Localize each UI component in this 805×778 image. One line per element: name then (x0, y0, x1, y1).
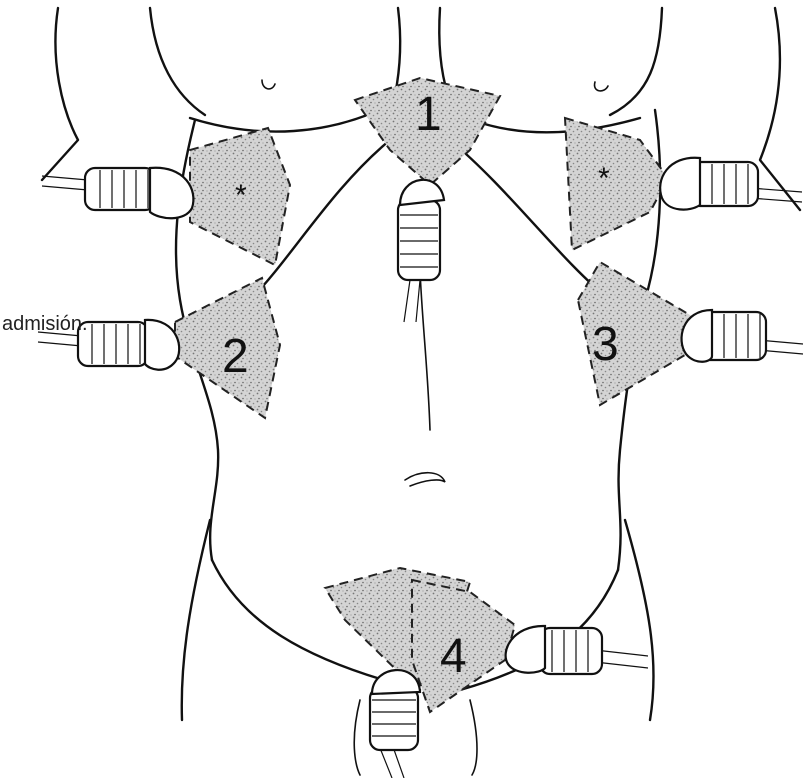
window-label-2: 2 (222, 330, 249, 383)
window-label-star-left: * (235, 179, 247, 212)
window-label-4: 4 (440, 630, 467, 683)
probe-3-luq (682, 310, 803, 362)
probe-left-star (42, 168, 193, 219)
overlay-caption: admisión. (2, 313, 88, 335)
window-star-right (565, 118, 668, 250)
probe-4-pelvic-sagittal (370, 670, 420, 778)
window-label-star-right: * (598, 162, 610, 195)
window-label-1: 1 (415, 88, 442, 141)
probe-right-star (660, 158, 802, 210)
window-label-3: 3 (592, 318, 619, 371)
probe-4-pelvic-transverse (506, 626, 648, 674)
